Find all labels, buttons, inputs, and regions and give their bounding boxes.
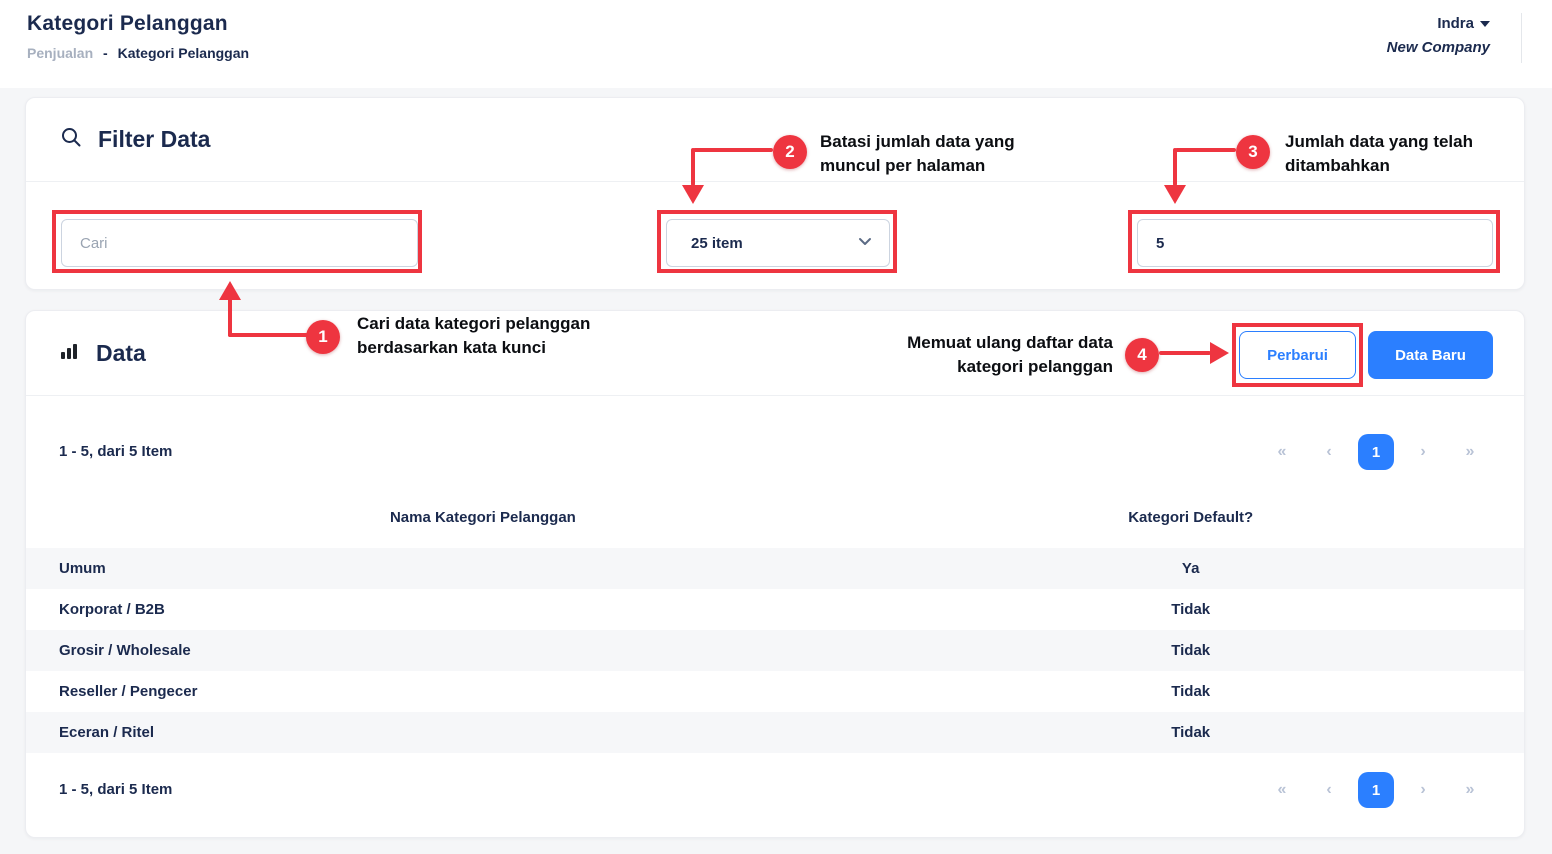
- range-text-bottom: 1 - 5, dari 5 Item: [59, 781, 173, 798]
- pagination-prev-button[interactable]: ‹: [1326, 443, 1332, 460]
- category-table: Nama Kategori Pelanggan Kategori Default…: [26, 486, 1524, 753]
- chevron-down-icon: [1480, 21, 1490, 28]
- new-data-button[interactable]: Data Baru: [1368, 331, 1493, 379]
- cell-category-name: Umum: [59, 560, 106, 577]
- bar-chart-icon: [59, 340, 81, 367]
- pagination-first-button[interactable]: «: [1277, 443, 1287, 460]
- cell-category-name: Reseller / Pengecer: [59, 683, 198, 700]
- column-header-actions: [1442, 486, 1524, 548]
- user-name[interactable]: Indra: [1387, 15, 1490, 32]
- cell-actions: [1442, 712, 1524, 753]
- per-page-select[interactable]: 25 item: [666, 219, 890, 267]
- topbar-divider: [1521, 13, 1522, 63]
- page-title: Kategori Pelanggan: [27, 12, 228, 35]
- chevron-down-icon: [857, 233, 873, 254]
- topbar: Kategori Pelanggan Penjualan - Kategori …: [0, 0, 1552, 88]
- data-card: Data Perbarui Data Baru 1 - 5, dari 5 It…: [25, 310, 1525, 838]
- range-text-top: 1 - 5, dari 5 Item: [59, 443, 173, 460]
- cell-category-name: Eceran / Ritel: [59, 724, 155, 741]
- breadcrumb-separator: -: [103, 45, 108, 61]
- pagination-next-button[interactable]: ›: [1420, 443, 1426, 460]
- refresh-button[interactable]: Perbarui: [1239, 331, 1356, 379]
- table-row[interactable]: Korporat / B2B Tidak: [26, 589, 1524, 630]
- filter-card: Filter Data 25 item: [25, 97, 1525, 290]
- data-card-header: Data: [26, 311, 1524, 396]
- table-row[interactable]: Grosir / Wholesale Tidak: [26, 630, 1524, 671]
- per-page-selected-value: 25 item: [691, 234, 743, 252]
- pagination-top: « ‹ 1 › »: [1264, 434, 1488, 470]
- filter-card-header: Filter Data: [26, 98, 1524, 182]
- pagination-prev-button[interactable]: ‹: [1326, 781, 1332, 798]
- user-company: New Company: [1386, 39, 1490, 56]
- cell-actions: [1442, 630, 1524, 671]
- column-header-default: Kategori Default?: [1128, 508, 1254, 526]
- cell-category-default: Tidak: [1171, 683, 1211, 700]
- pagination-page-1[interactable]: 1: [1358, 772, 1394, 808]
- breadcrumb-current: Kategori Pelanggan: [117, 45, 250, 61]
- pagination-last-button[interactable]: »: [1465, 781, 1475, 798]
- cell-actions: [1442, 548, 1524, 589]
- pagination-last-button[interactable]: »: [1465, 443, 1475, 460]
- table-header-row: Nama Kategori Pelanggan Kategori Default…: [26, 486, 1524, 548]
- cell-category-default: Tidak: [1171, 642, 1211, 659]
- cell-category-default: Tidak: [1171, 724, 1211, 741]
- breadcrumb-parent[interactable]: Penjualan: [27, 45, 94, 61]
- search-icon: [59, 125, 83, 154]
- table-row[interactable]: Eceran / Ritel Tidak: [26, 712, 1524, 753]
- total-count-input[interactable]: [1137, 219, 1493, 267]
- cell-category-name: Grosir / Wholesale: [59, 642, 191, 659]
- pagination-first-button[interactable]: «: [1277, 781, 1287, 798]
- pagination-page-1[interactable]: 1: [1358, 434, 1394, 470]
- cell-category-name: Korporat / B2B: [59, 601, 165, 618]
- breadcrumb: Penjualan - Kategori Pelanggan: [27, 45, 249, 61]
- filter-card-title: Filter Data: [98, 126, 211, 152]
- table-row[interactable]: Reseller / Pengecer Tidak: [26, 671, 1524, 712]
- column-header-name: Nama Kategori Pelanggan: [389, 508, 576, 526]
- user-menu[interactable]: Indra New Company: [1387, 15, 1490, 56]
- pagination-bottom: « ‹ 1 › »: [1264, 772, 1488, 808]
- cell-category-default: Ya: [1181, 560, 1200, 577]
- cell-actions: [1442, 671, 1524, 712]
- data-card-title: Data: [96, 339, 146, 366]
- pagination-next-button[interactable]: ›: [1420, 781, 1426, 798]
- cell-actions: [1442, 589, 1524, 630]
- cell-category-default: Tidak: [1171, 601, 1211, 618]
- table-row[interactable]: Umum Ya: [26, 548, 1524, 589]
- search-input[interactable]: [61, 219, 418, 267]
